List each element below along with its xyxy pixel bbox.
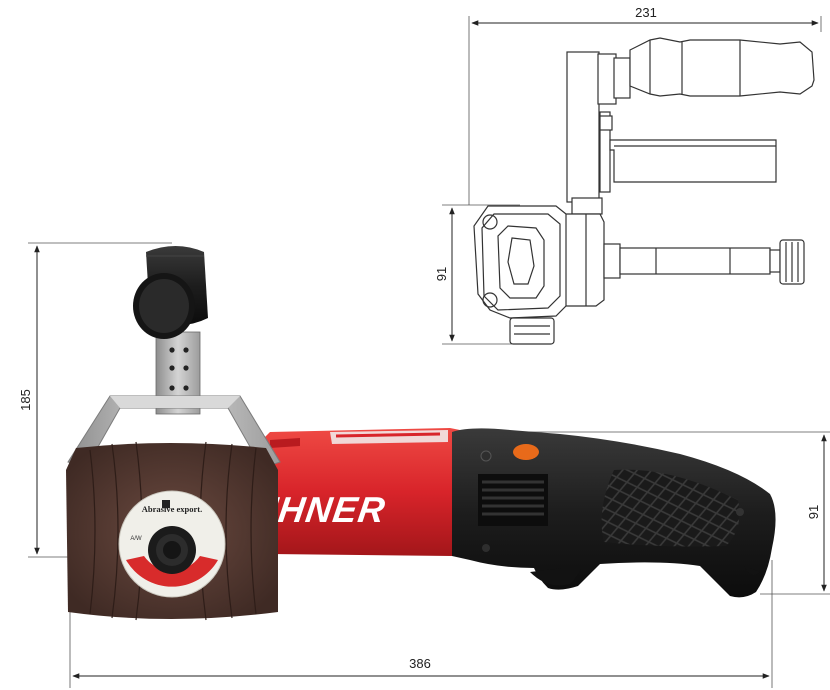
dimension-label-386: 386 xyxy=(409,656,431,671)
dimension-386: 386 xyxy=(69,560,773,688)
dimension-label-185: 185 xyxy=(18,389,33,411)
motor-body-outline xyxy=(473,205,605,345)
top-view-drawing: 231 91 xyxy=(434,5,822,345)
side-handle xyxy=(133,246,208,415)
wheel-label-code: A/W xyxy=(130,536,142,542)
shaft-outline xyxy=(603,239,805,285)
dimension-185: 185 xyxy=(18,242,172,558)
abrasive-wheel: Abrasive export. A/W xyxy=(66,441,278,621)
dimension-231: 231 xyxy=(468,5,822,205)
dimension-label-91-top: 91 xyxy=(434,267,449,281)
dimension-label-91-side: 91 xyxy=(806,505,821,519)
handle-bracket-outline xyxy=(566,37,815,215)
dimension-label-231: 231 xyxy=(635,5,657,20)
side-view-tool: 185 91 386 xyxy=(18,242,830,688)
rear-handle xyxy=(452,428,776,598)
wheel-label-brand: Abrasive export. xyxy=(142,504,202,514)
